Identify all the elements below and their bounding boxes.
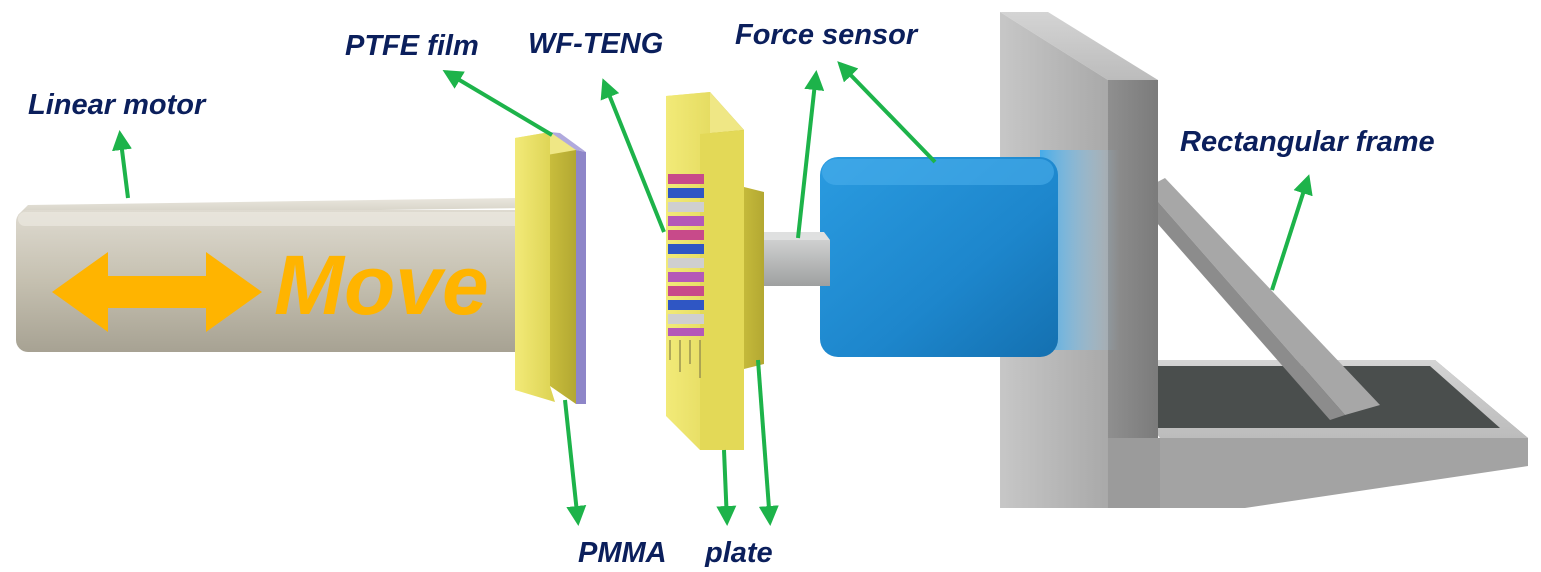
frame-wall-top [1000,12,1158,80]
left-pmma-plate [515,132,586,404]
arrow-linear-motor [112,130,132,199]
plate-side [550,132,576,404]
electrode-strip [668,258,704,268]
labels: Linear motor PTFE film WF-TENG Force sen… [28,19,1435,569]
label-rectangular-frame: Rectangular frame [1180,126,1435,158]
shaft-top [762,232,830,240]
electrode-strip [668,230,704,240]
arrow-force-sensor-shaft [796,70,825,239]
electrode-strip [668,244,704,254]
right-pmma-plate [666,92,764,450]
arrow-plate-back [756,359,779,526]
label-wf-teng: WF-TENG [528,28,663,60]
sensor-shaft [762,232,830,286]
motor-body [16,210,534,352]
frame-gusset [1146,178,1380,415]
electrode-leads [669,340,701,378]
move-label: Move [274,238,489,332]
rectangular-frame [1000,12,1528,508]
arrow-plate-main [716,449,737,526]
label-pmma: PMMA [578,537,667,567]
electrode-strip [668,188,704,198]
frame-wall-side [1108,80,1158,508]
arrow-rectangular-frame [1270,174,1313,291]
sensor-highlight [822,159,1054,185]
arrow-force-sensor-body [837,61,937,164]
electrode-strip [668,286,704,296]
electrode-strip [668,328,704,336]
electrode-strip [668,202,704,212]
label-linear-motor: Linear motor [28,89,207,121]
frame-corner [1108,438,1160,508]
label-plate: plate [704,537,773,567]
arrow-wf-teng [600,78,666,233]
frame-gusset-side [1146,188,1345,420]
motor-highlight [18,212,532,226]
linear-motor [16,198,534,352]
label-force-sensor: Force sensor [735,19,919,51]
ptfe-film [576,150,586,404]
arrow-ptfe-film [442,69,554,137]
plate-front [515,132,555,402]
double-headed-arrow-icon [52,252,262,332]
force-sensor [820,150,1120,357]
frame-base-front [1100,438,1528,508]
back-plate-side [740,186,764,370]
electrode-strip [668,272,704,282]
electrode-strip [668,174,704,184]
main-plate-face [700,130,744,450]
electrode-strip [668,300,704,310]
electrode-strip [668,314,704,324]
move-indicator: Move [52,238,489,332]
electrode-strip [668,216,704,226]
pointer-arrows [112,61,1313,526]
sensor-body [820,157,1058,357]
shaft-body [762,240,830,286]
ptfe-film-top [550,132,586,152]
wf-teng-electrodes [668,174,704,378]
arrow-pmma-left [563,399,587,526]
label-ptfe-film: PTFE film [345,30,479,62]
